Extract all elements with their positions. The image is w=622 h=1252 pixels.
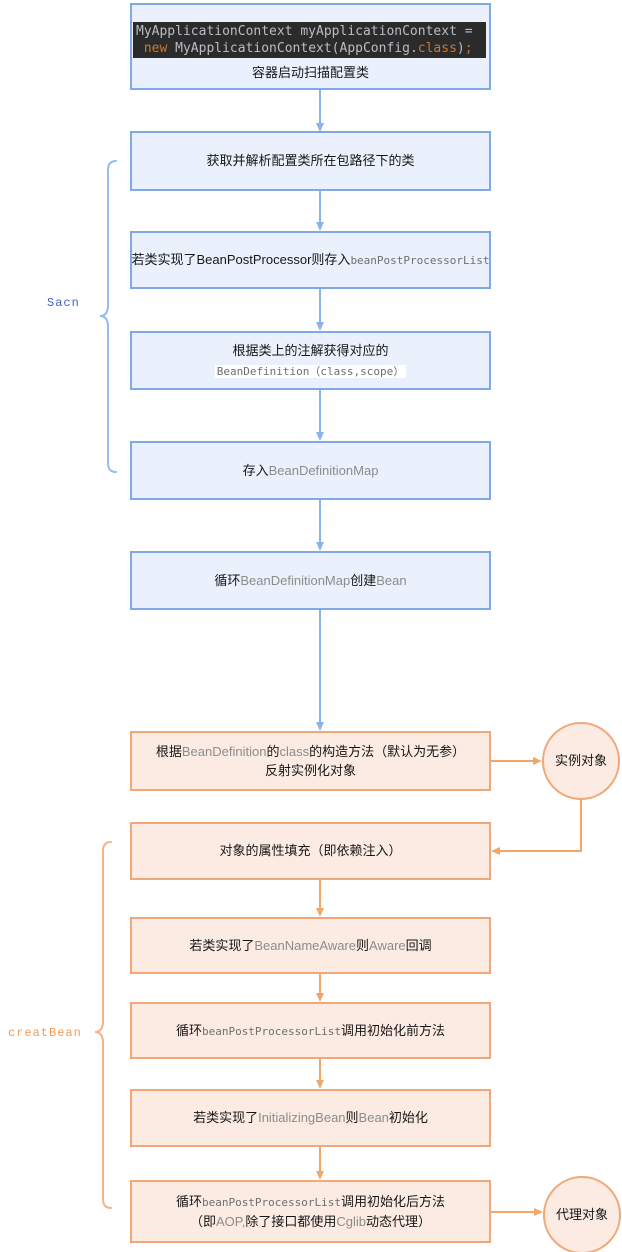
step-text: 获取并解析配置类所在包路径下的类 (206, 151, 414, 171)
step-text: 对象的属性填充（即依赖注入） (219, 841, 401, 861)
text-segment: beanPostProcessorList (201, 1196, 342, 1209)
scan-brace (99, 160, 117, 473)
step-before-init-box: 循环beanPostProcessorList调用初始化前方法 (130, 1002, 491, 1059)
step-text: 循环beanPostProcessorList调用初始化后方法 (176, 1192, 445, 1212)
text-segment: 循环 (214, 572, 241, 588)
proxy-object-circle: 代理对象 (543, 1176, 621, 1252)
create-bean-brace (94, 841, 112, 1209)
step-parse-package-box: 获取并解析配置类所在包路径下的类 (130, 131, 491, 191)
text-segment: class (417, 41, 457, 56)
code-snippet: MyApplicationContext myApplicationContex… (133, 22, 486, 58)
text-segment: MyApplicationContext myApplicationContex… (136, 24, 473, 39)
flow-start-box: MyApplicationContext myApplicationContex… (130, 3, 491, 90)
text-segment: 若类实现了 (193, 1110, 259, 1126)
step-after-init-box: 循环beanPostProcessorList调用初始化后方法 （即AOP,除了… (130, 1180, 491, 1243)
text-segment: Bean (376, 572, 407, 588)
create-bean-bracket-label: creatBean (8, 1026, 82, 1040)
text-segment (136, 41, 144, 56)
step-text: 若类实现了BeanNameAware则Aware回调 (189, 936, 431, 956)
circle-label: 代理对象 (555, 1207, 608, 1223)
text-segment: 则 (345, 1110, 359, 1126)
step-text: 反射实例化对象 (265, 761, 356, 781)
connector-instance-to-propertyfill (491, 800, 582, 855)
step-beandefinition-box: 根据类上的注解获得对应的 BeanDefinition（class,scope） (130, 331, 491, 390)
text-segment: 则存入 (311, 252, 351, 268)
text-segment: BeanPostProcessor (196, 252, 312, 268)
text-segment: 调用初始化后方法 (341, 1194, 446, 1209)
text-segment: Aware (369, 937, 406, 953)
step-text: 若类实现了InitializingBean则Bean初始化 (193, 1108, 428, 1128)
code-line: MyApplicationContext myApplicationContex… (136, 23, 486, 40)
step-text: BeanDefinition（class,scope） (214, 361, 407, 381)
text-segment: class (279, 743, 310, 759)
text-segment: 的 (266, 743, 280, 759)
text-segment: 存入 (242, 462, 269, 478)
instance-object-circle: 实例对象 (542, 722, 620, 800)
text-segment: BeanDefinitionMap (268, 462, 379, 478)
step-text: 根据BeanDefinition的class的构造方法（默认为无参） (156, 742, 465, 762)
text-segment: 循环 (175, 1194, 202, 1209)
text-segment: （即 (189, 1213, 216, 1229)
circle-label: 实例对象 (554, 753, 607, 769)
text-segment: 动态代理） (366, 1213, 432, 1229)
step-text: 存入BeanDefinitionMap (243, 461, 379, 481)
text-segment: 循环 (175, 1022, 202, 1038)
step-text: 若类实现了BeanPostProcessor则存入beanPostProcess… (132, 250, 490, 270)
code-line: new MyApplicationContext(AppConfig.class… (136, 40, 486, 57)
text-segment: 反射实例化对象 (264, 763, 356, 778)
text-segment: BeanDefinition (181, 743, 267, 759)
step-initializingbean-box: 若类实现了InitializingBean则Bean初始化 (130, 1089, 491, 1147)
step-loop-create-bean-box: 循环BeanDefinitionMap创建Bean (130, 551, 491, 610)
text-segment: 调用初始化前方法 (341, 1022, 446, 1038)
scan-bracket-label: Sacn (47, 296, 80, 310)
step-beannameaware-box: 若类实现了BeanNameAware则Aware回调 (130, 917, 491, 974)
text-segment: 则 (356, 937, 370, 953)
text-segment: MyApplicationContext(AppConfig. (167, 41, 418, 56)
text-segment: BeanDefinitionMap (240, 572, 351, 588)
step-beanpostprocessor-box: 若类实现了BeanPostProcessor则存入beanPostProcess… (130, 231, 491, 289)
text-segment: 若类实现了 (131, 252, 197, 268)
text-segment: BeanNameAware (254, 937, 356, 953)
step-text: （即AOP,除了接口都使用Cglib动态代理） (190, 1212, 431, 1232)
step-text: 根据类上的注解获得对应的 (232, 341, 388, 361)
text-segment: 创建 (350, 572, 377, 588)
text-segment: AOP, (215, 1213, 246, 1229)
text-segment: 获取并解析配置类所在包路径下的类 (206, 153, 415, 169)
step-instantiate-box: 根据BeanDefinition的class的构造方法（默认为无参） 反射实例化… (130, 731, 491, 791)
text-segment: 若类实现了 (189, 937, 255, 953)
text-segment: ) (456, 41, 465, 56)
step-text: 循环beanPostProcessorList调用初始化前方法 (176, 1021, 445, 1041)
text-segment: 对象的属性填充（即依赖注入） (219, 843, 402, 859)
text-segment: InitializingBean (258, 1110, 346, 1126)
text-segment: 初始化 (388, 1110, 428, 1126)
text-segment: beanPostProcessorList (201, 1024, 342, 1038)
text-segment: 除了接口都使用 (245, 1213, 337, 1229)
text-segment: BeanDefinition（class,scope） (214, 364, 407, 378)
text-segment: Bean (358, 1110, 389, 1126)
text-segment: new (143, 41, 168, 56)
text-segment: 的构造方法（默认为无参） (309, 743, 466, 759)
text-segment: Cglib (336, 1213, 367, 1229)
step-text: 循环BeanDefinitionMap创建Bean (214, 571, 406, 591)
text-segment: 根据 (155, 743, 182, 759)
text-segment: ; (464, 41, 473, 56)
start-caption: 容器启动扫描配置类 (251, 65, 369, 80)
text-segment: 回调 (405, 937, 432, 953)
text-segment: beanPostProcessorList (350, 254, 490, 268)
step-property-fill-box: 对象的属性填充（即依赖注入） (130, 822, 491, 880)
step-store-beandefinitionmap-box: 存入BeanDefinitionMap (130, 441, 491, 500)
text-segment: 根据类上的注解获得对应的 (232, 343, 389, 358)
